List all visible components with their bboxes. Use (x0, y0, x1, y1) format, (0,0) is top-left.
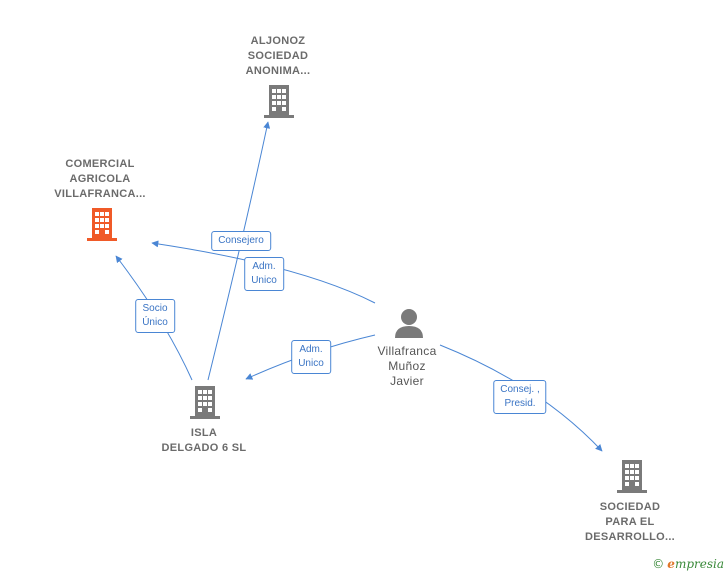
edge-label-line: Consejero (218, 235, 264, 246)
building-icon[interactable] (264, 85, 294, 118)
node-label-line: DESARROLLO... (584, 531, 676, 543)
node-label-line: SOCIEDAD (599, 501, 661, 513)
node-label-line: ALJONOZ (250, 35, 306, 47)
node-label-sociedad[interactable]: SOCIEDAD PARA EL DESARROLLO... (585, 500, 675, 545)
edge-label-consej-presid[interactable]: Consej. , Presid. (493, 380, 547, 414)
node-label-line: Villafranca (377, 344, 437, 358)
node-label-line: PARA EL (605, 516, 655, 528)
edge-label-adm-unico-1[interactable]: Adm. Unico (244, 257, 284, 291)
node-label-isla[interactable]: ISLA DELGADO 6 SL (162, 426, 247, 456)
brand-initial: e (667, 557, 675, 571)
building-icon[interactable] (190, 386, 220, 419)
edge-label-line: Adm. (252, 261, 276, 272)
person-icon[interactable] (395, 309, 423, 338)
node-label-person[interactable]: Villafranca Muñoz Javier (377, 344, 436, 389)
node-label-comercial[interactable]: COMERCIAL AGRICOLA VILLAFRANCA... (54, 157, 146, 202)
node-label-line: SOCIEDAD (247, 50, 309, 62)
edge-label-line: Presid. (504, 398, 536, 409)
node-label-line: ISLA (190, 427, 218, 439)
building-icon[interactable] (617, 460, 647, 493)
edge-label-line: Único (142, 317, 168, 328)
edge-isla-to-aljonoz (207, 121, 271, 381)
edge-label-line: Socio (142, 303, 168, 314)
brand-footer: ©empresia (652, 557, 724, 571)
edge-label-consejero[interactable]: Consejero (211, 231, 271, 251)
copyright-symbol: © (652, 557, 665, 571)
node-label-line: ANONIMA... (245, 65, 311, 77)
edge-label-line: Consej. , (500, 384, 540, 395)
node-label-aljonoz[interactable]: ALJONOZ SOCIEDAD ANONIMA... (246, 34, 311, 79)
building-icon-highlight[interactable] (87, 208, 117, 241)
node-label-line: DELGADO 6 SL (161, 442, 247, 454)
node-label-line: COMERCIAL (65, 158, 135, 170)
node-label-line: VILLAFRANCA... (54, 188, 146, 200)
node-label-line: Javier (390, 374, 424, 388)
edge-label-line: Unico (298, 358, 324, 369)
edge-label-socio-unico[interactable]: Socio Único (135, 299, 175, 333)
brand-name: mpresia (674, 557, 724, 571)
node-label-line: AGRICOLA (69, 173, 131, 185)
edge-label-line: Unico (251, 275, 277, 286)
edge-label-adm-unico-2[interactable]: Adm. Unico (291, 340, 331, 374)
node-label-line: Muñoz (388, 359, 426, 373)
edge-label-line: Adm. (299, 344, 323, 355)
